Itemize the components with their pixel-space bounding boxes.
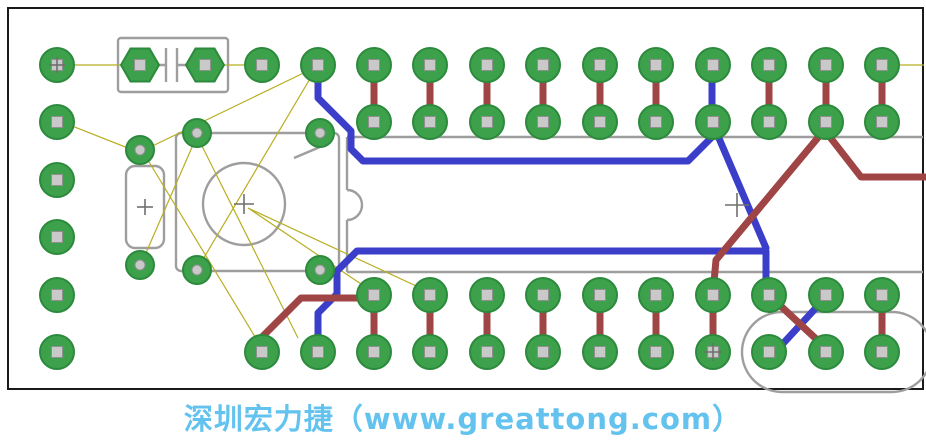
pad-hole [424,346,436,358]
button-circle-outline[interactable] [201,161,287,247]
pad-hole [191,264,203,276]
pad-hole [424,289,436,301]
pad-hole [876,346,888,358]
pad-hole [368,59,380,71]
pad-hole [368,289,380,301]
pad-hole [537,346,549,358]
pad-hole [594,59,606,71]
pad-hole [650,59,662,71]
pad-hole [820,289,832,301]
pad-hole [481,116,493,128]
pad-hole [191,127,203,139]
component-outline[interactable] [124,164,166,250]
pad-hole [51,289,63,301]
pad-hole [707,59,719,71]
ic-notch-arc [346,188,364,222]
pad-hole [51,231,63,243]
pad-hole [312,59,324,71]
pad-hole [876,116,888,128]
pad-hole [594,346,606,358]
pad-hole [368,116,380,128]
pad-hole [199,59,211,71]
airwire[interactable] [139,67,315,153]
pad-hole [876,289,888,301]
pad-hole [537,59,549,71]
pad-hole [481,289,493,301]
red-trace[interactable] [822,128,926,181]
component-outline[interactable] [174,131,341,273]
pad-hole [820,116,832,128]
pad-hole [763,289,775,301]
pad-hole [424,59,436,71]
pad-hole [368,346,380,358]
pad-hole [537,116,549,128]
pad-hole [256,346,268,358]
airwire[interactable] [247,207,371,291]
airwire[interactable] [142,151,261,346]
airwire[interactable] [196,135,299,339]
blue-trace[interactable] [314,61,716,165]
pad-hole [650,116,662,128]
pad-hole [312,346,324,358]
pad-hole [51,116,63,128]
pad-hole [707,289,719,301]
blue-trace[interactable] [708,118,770,252]
pad-hole [707,116,719,128]
pad-hole [314,264,326,276]
pad-hole [537,289,549,301]
pad-hole [820,346,832,358]
pad-hole [51,346,63,358]
pad-hole [481,346,493,358]
pad-hole [314,127,326,139]
pad-hole [481,59,493,71]
pad-hole [256,59,268,71]
airwire[interactable] [247,207,428,292]
pad-hole [763,59,775,71]
pad-hole [134,259,146,271]
pad-hole [594,116,606,128]
pad-hole [51,174,63,186]
pad-hole [134,144,146,156]
pad-hole [594,289,606,301]
watermark-text: 深圳宏力捷（www.greattong.com） [183,402,743,436]
blue-trace[interactable] [314,247,770,356]
pad-hole [650,346,662,358]
pad-hole [134,59,146,71]
pad-hole [763,116,775,128]
pad-hole [424,116,436,128]
pad-hole [876,59,888,71]
pad-hole [763,346,775,358]
airwire[interactable] [141,137,197,263]
pad-hole [650,289,662,301]
pad-hole [820,59,832,71]
component-outline[interactable] [740,310,926,394]
airwire[interactable] [198,71,315,267]
